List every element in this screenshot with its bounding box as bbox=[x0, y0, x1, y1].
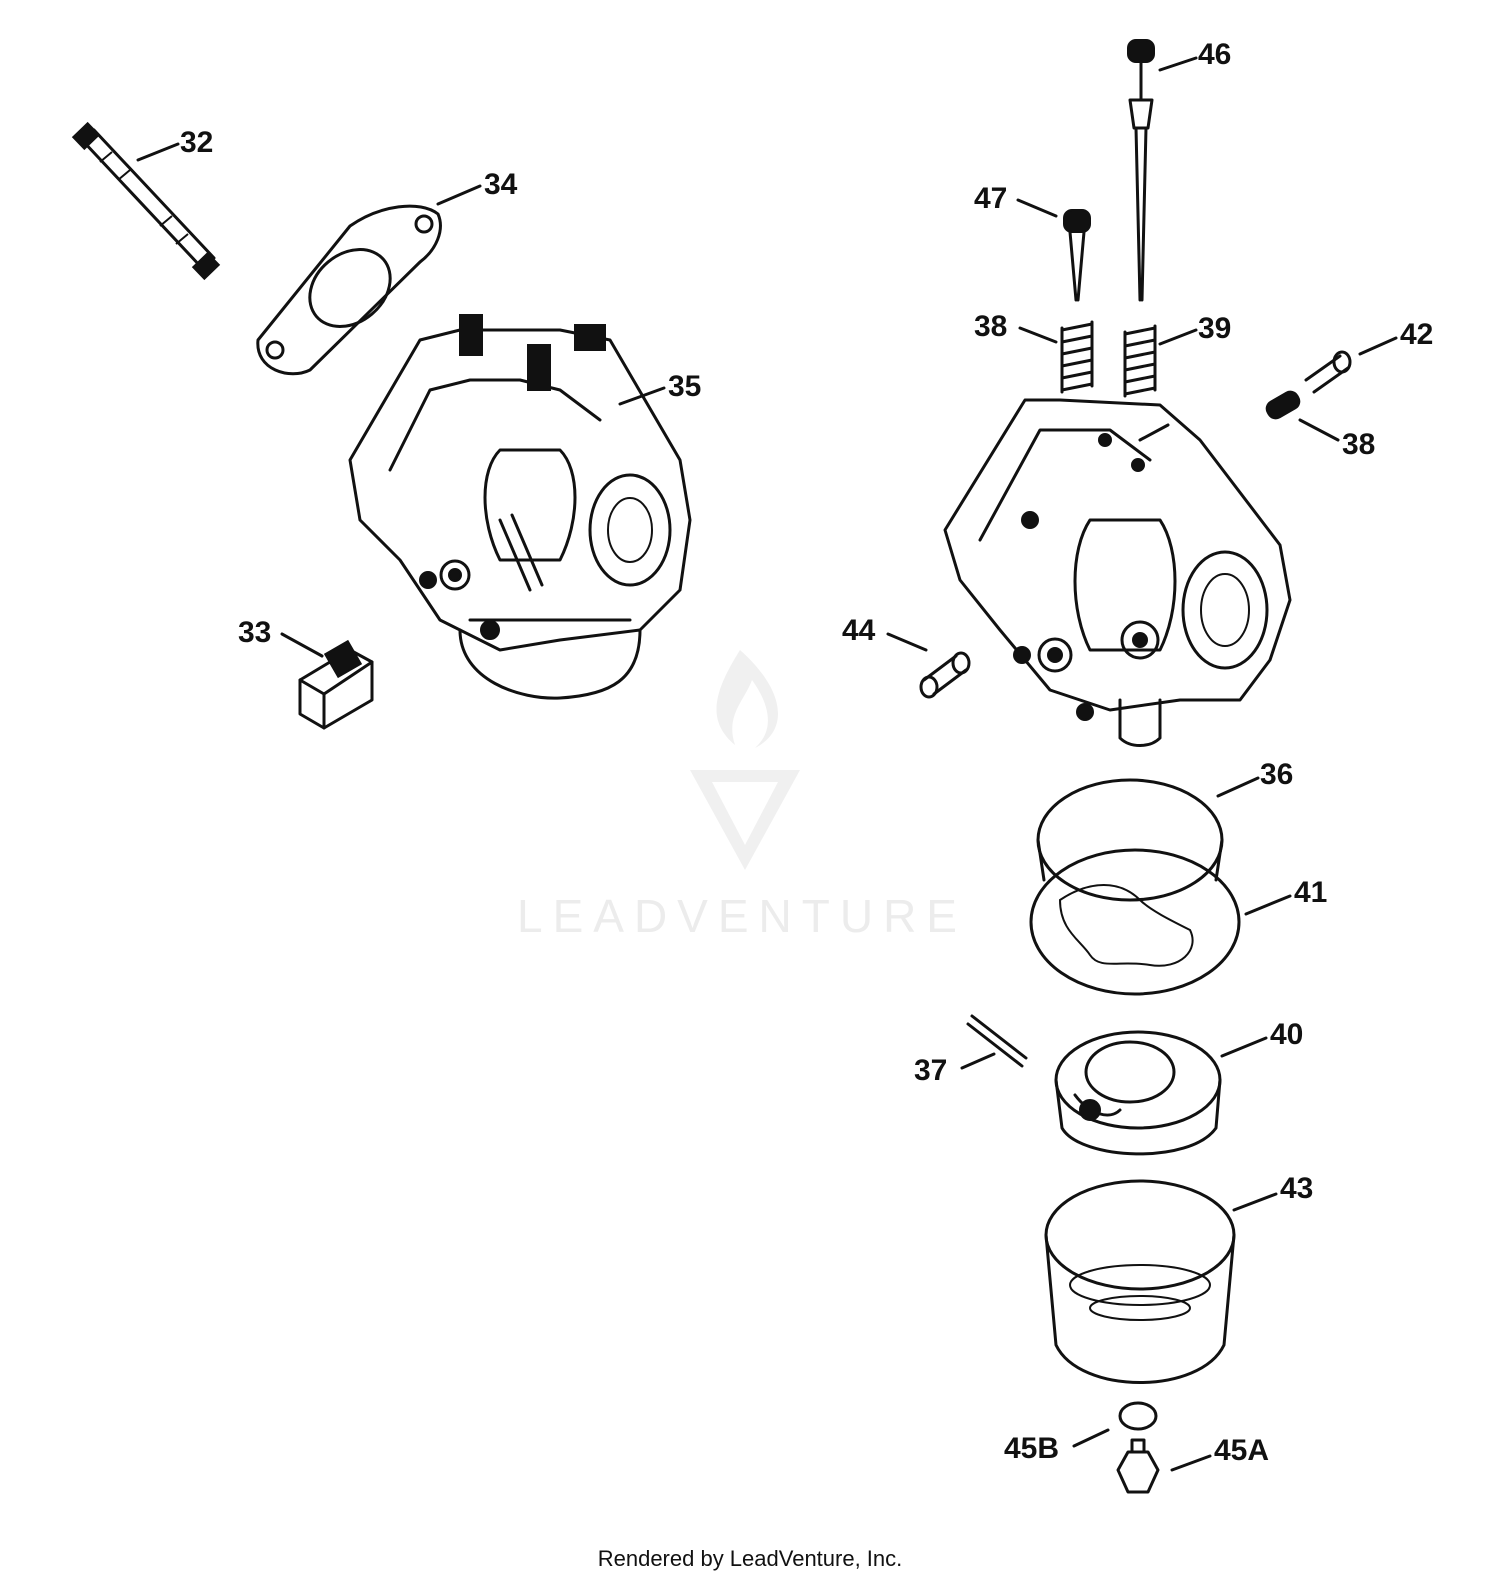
nut-part-45a bbox=[1116, 1438, 1160, 1494]
stud-part-32 bbox=[71, 121, 221, 281]
callout-39: 39 bbox=[1198, 312, 1231, 345]
float-part-40 bbox=[1054, 1030, 1222, 1156]
washer-part-45b bbox=[1118, 1401, 1158, 1431]
callout-33: 33 bbox=[238, 616, 271, 649]
callout-41: 41 bbox=[1294, 876, 1327, 909]
carburetor-body bbox=[943, 398, 1292, 747]
carburetor-part-35 bbox=[348, 314, 692, 700]
spring-part-38 bbox=[1060, 320, 1094, 394]
callout-42: 42 bbox=[1400, 318, 1433, 351]
callout-35: 35 bbox=[668, 370, 701, 403]
bowl-part-43 bbox=[1044, 1179, 1236, 1384]
callout-38-spring: 38 bbox=[974, 310, 1007, 343]
callout-45a: 45A bbox=[1214, 1434, 1269, 1467]
callout-34: 34 bbox=[484, 168, 518, 201]
callout-40: 40 bbox=[1270, 1018, 1303, 1051]
callout-38-side: 38 bbox=[1342, 428, 1375, 461]
callout-45b: 45B bbox=[1004, 1432, 1059, 1465]
callout-47: 47 bbox=[974, 182, 1007, 215]
plug-part-44 bbox=[919, 651, 971, 699]
footer-credit: Rendered by LeadVenture, Inc. bbox=[597, 1546, 903, 1571]
screw-part-42 bbox=[1304, 350, 1352, 394]
idle-screw-part-47 bbox=[1063, 209, 1091, 302]
watermark-logo bbox=[690, 650, 800, 870]
spring-part-38-side bbox=[1265, 390, 1301, 420]
callout-36: 36 bbox=[1260, 758, 1293, 791]
spring-part-39 bbox=[1123, 324, 1157, 398]
callout-32: 32 bbox=[180, 126, 213, 159]
fitting-part-33 bbox=[298, 639, 374, 730]
watermark-text: LEADVENTURE bbox=[517, 890, 967, 942]
callout-44: 44 bbox=[842, 614, 876, 647]
pin-part-37 bbox=[966, 1014, 1028, 1068]
ring-part-36 bbox=[1036, 778, 1224, 902]
callout-46: 46 bbox=[1198, 38, 1231, 71]
bowl-gasket-part-41 bbox=[1029, 848, 1241, 996]
gasket-part-34 bbox=[256, 204, 442, 376]
callout-37: 37 bbox=[914, 1054, 947, 1087]
leader-lines bbox=[136, 56, 1398, 1472]
callout-43: 43 bbox=[1280, 1172, 1313, 1205]
needle-screw-part-46 bbox=[1127, 39, 1155, 302]
